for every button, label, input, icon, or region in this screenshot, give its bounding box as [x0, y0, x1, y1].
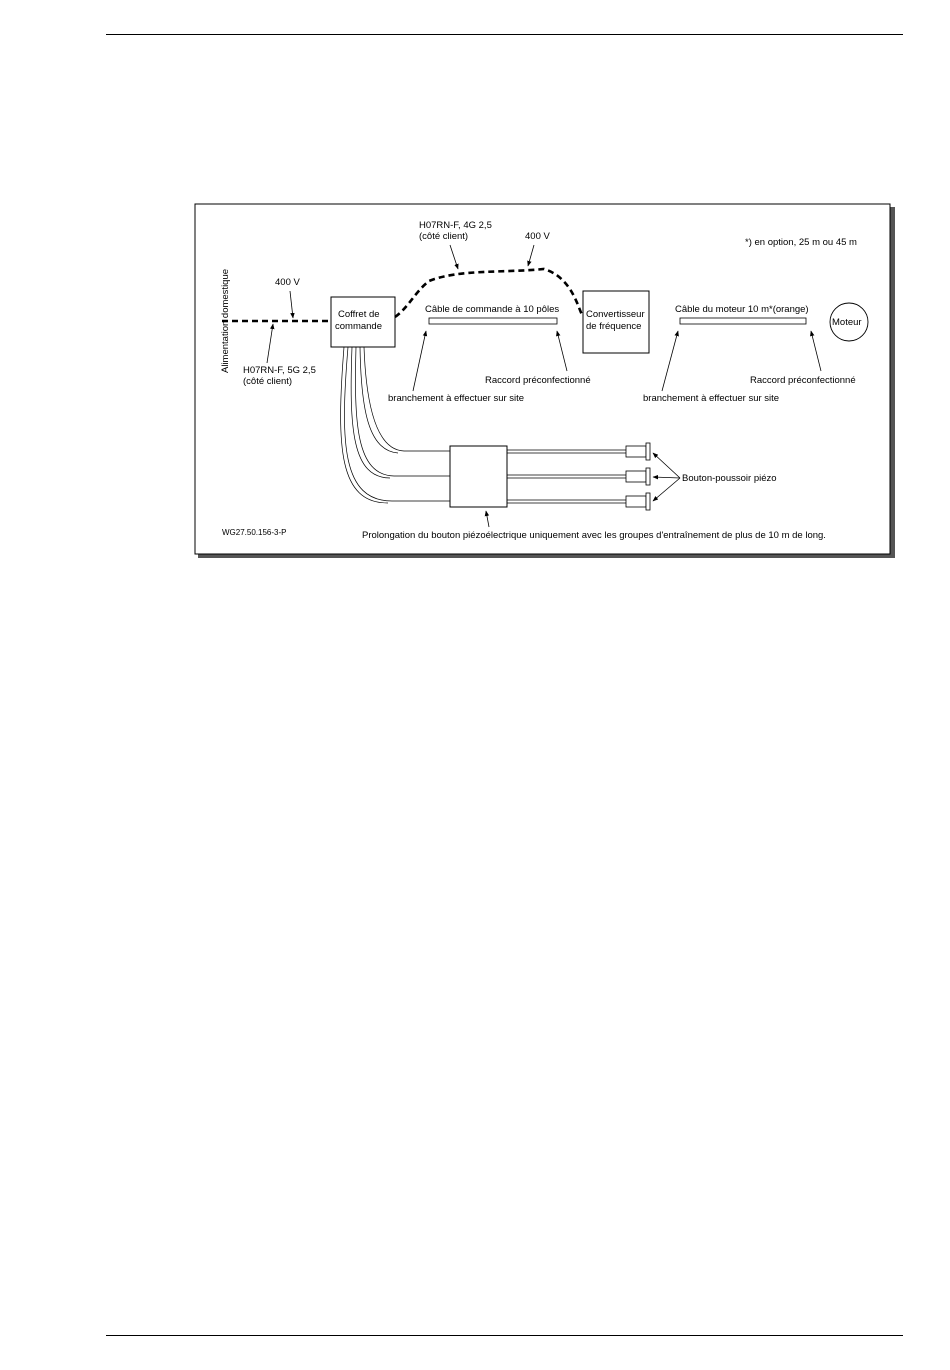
piezo-wire-1b [359, 346, 399, 454]
option-note: *) en option, 25 m ou 45 m [745, 237, 857, 248]
voltage-supply-arrow [289, 290, 295, 319]
preassembled-left-arrow [556, 330, 568, 372]
piezo-wire-3b [340, 346, 389, 504]
preassembled-right-arrow [810, 330, 822, 372]
piezo-arrow-1 [652, 452, 681, 479]
figure-id: WG27.50.156-3-P [222, 528, 286, 537]
voltage-upper-arrow [527, 244, 535, 267]
frame [194, 203, 891, 555]
site-connection-right-label: branchement à effectuer sur site [643, 393, 779, 404]
site-connection-left-arrow [412, 330, 428, 392]
control-box [330, 296, 396, 348]
site-connection-right-arrow [661, 330, 679, 392]
voltage-supply-label: 400 V [275, 277, 300, 288]
piezo-extension-box [449, 445, 508, 508]
piezo-arrow-3 [652, 477, 681, 502]
wiring-diagram: Alimentation domestique 400 V H07RN-F, 5… [194, 203, 896, 559]
control-cable-label: Câble de commande à 10 pôles [425, 304, 559, 315]
motor-circle [829, 302, 869, 342]
converter-label-2: de fréquence [586, 321, 641, 332]
piezo-wire-1 [363, 346, 450, 452]
piezo-button-3 [625, 492, 651, 511]
piezo-button-1 [625, 442, 651, 461]
piezo-wire-3 [344, 346, 450, 502]
voltage-upper-label: 400 V [525, 231, 550, 242]
piezo-wire-2b [350, 346, 391, 479]
preassembled-left-label: Raccord préconfectionné [485, 375, 591, 386]
motor-label: Moteur [832, 317, 862, 328]
site-connection-left-label: branchement à effectuer sur site [388, 393, 524, 404]
converter-label: Convertisseur [586, 309, 645, 320]
piezo-arrow-2 [652, 474, 681, 480]
piezo-button-2 [625, 467, 651, 486]
control-cable-bar [428, 317, 558, 325]
preassembled-right-label: Raccord préconfectionné [750, 375, 856, 386]
upper-cable-sub-label: (côté client) [419, 231, 468, 242]
control-box-label-2: commande [335, 321, 382, 332]
header-rule [106, 34, 903, 35]
motor-cable-bar [679, 317, 807, 325]
converter-box [582, 290, 650, 354]
piezo-wire-2 [355, 346, 450, 477]
upper-cable-arrow [449, 244, 459, 270]
supply-cable-arrow [266, 323, 275, 364]
motor-cable-label: Câble du moteur 10 m*(orange) [675, 304, 809, 315]
extension-note-arrow [484, 510, 490, 528]
wiring-diagram-svg: Alimentation domestique 400 V H07RN-F, 5… [194, 203, 895, 558]
footer-rule [106, 1335, 903, 1336]
upper-cable-dashed [394, 267, 585, 319]
supply-cable-label: H07RN-F, 5G 2,5 [243, 365, 316, 376]
supply-cable-sub-label: (côté client) [243, 376, 292, 387]
piezo-button-label: Bouton-poussoir piézo [682, 473, 777, 484]
control-box-label: Coffret de [338, 309, 380, 320]
extension-note: Prolongation du bouton piézoélectrique u… [362, 530, 826, 541]
upper-cable-label: H07RN-F, 4G 2,5 [419, 220, 492, 231]
